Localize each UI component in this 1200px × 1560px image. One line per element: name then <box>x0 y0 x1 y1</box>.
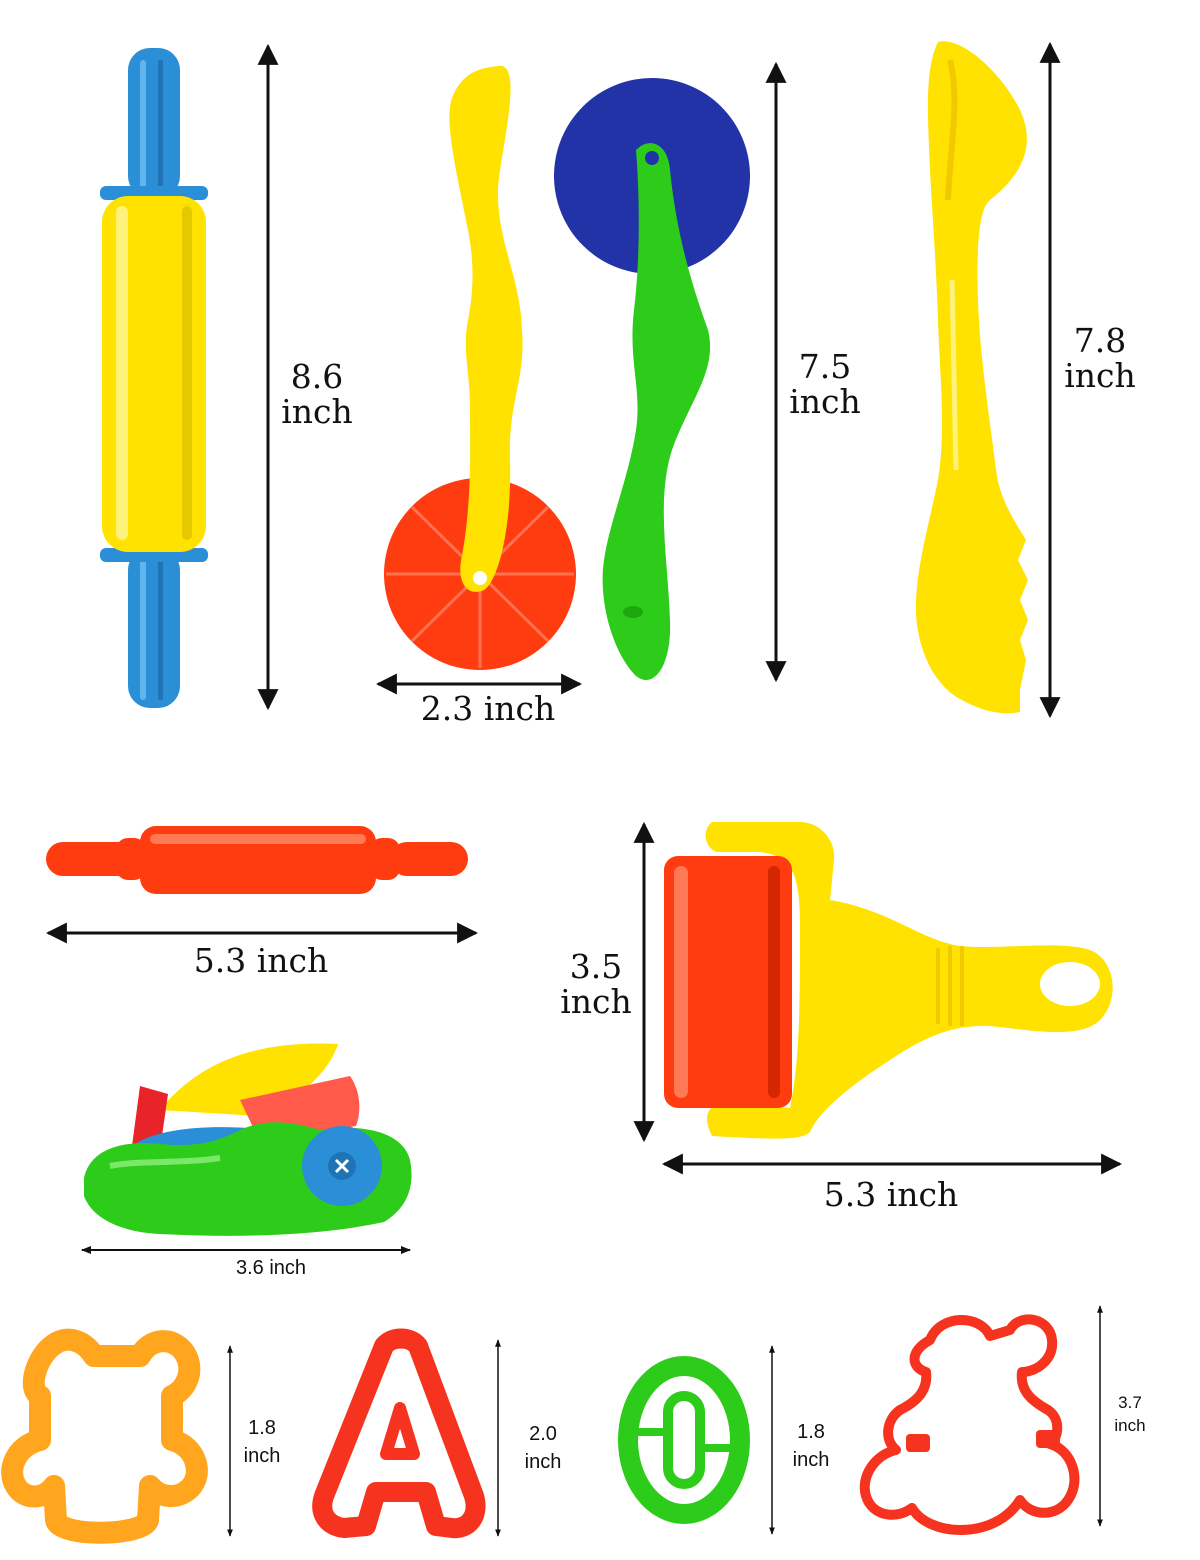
label-bear-cutter-small: 1.8 inch <box>243 1417 281 1467</box>
label-rolling-pin-small: 5.3 inch <box>193 941 329 980</box>
number-zero-cutter <box>618 1356 750 1524</box>
label-pizza-cutter-width: 2.3 inch <box>420 689 556 728</box>
sculpting-tool-yellow <box>915 41 1028 714</box>
label-pizza-cutter-height: 7.5 inch <box>789 347 861 421</box>
letter-a-cutter <box>312 1328 486 1539</box>
bear-cutter-large <box>859 1314 1080 1535</box>
rolling-pin-small <box>46 826 468 894</box>
label-bear-cutter-large: 3.7 inch <box>1114 1393 1146 1435</box>
label-sculpting-tool-height: 7.8 inch <box>1064 321 1136 395</box>
label-extruder-width: 3.6 inch <box>235 1257 307 1279</box>
label-rolling-pin-large: 8.6 inch <box>281 357 353 431</box>
bear-cutter-small <box>1 1328 208 1544</box>
pizza-cutter-red <box>384 65 576 670</box>
label-letter-a-cutter: 2.0 inch <box>524 1423 562 1473</box>
pizza-cutter-blue <box>554 78 750 680</box>
label-roller-width: 5.3 inch <box>823 1175 959 1214</box>
label-number-zero-cutter: 1.8 inch <box>792 1421 830 1471</box>
label-roller-height: 3.5 inch <box>560 947 632 1021</box>
rolling-pin-large <box>100 48 208 708</box>
paint-roller <box>664 822 1113 1139</box>
dough-extruder <box>84 1043 412 1236</box>
